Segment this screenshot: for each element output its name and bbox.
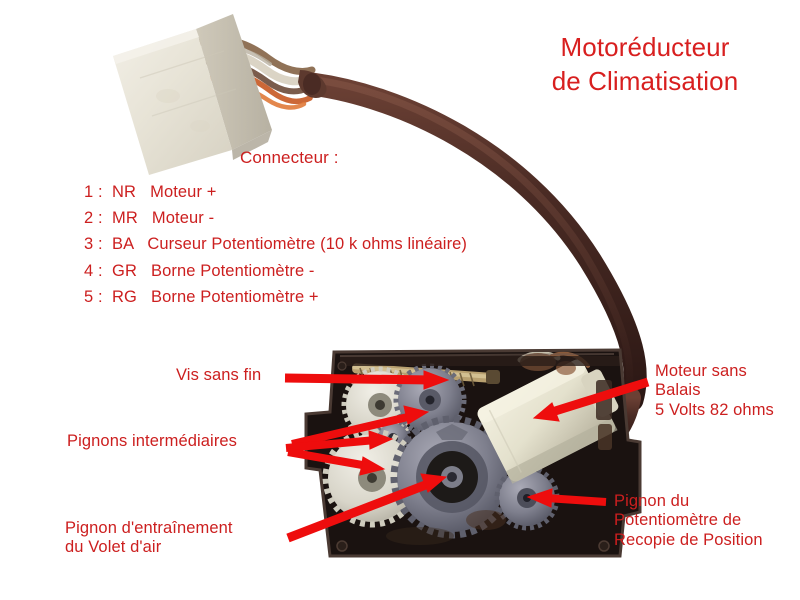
connector-pin-5: 5 : RG Borne Potentiomètre + — [84, 288, 319, 306]
output-gear-line-1: Pignon d'entraînement — [65, 519, 233, 537]
title-line-1: Motoréducteur — [560, 32, 730, 62]
arrow-intermediate-2 — [285, 430, 394, 452]
connector-plug — [113, 14, 316, 175]
title-line-2: de Climatisation — [551, 66, 739, 97]
arrow-intermediate-3 — [287, 448, 386, 476]
arrow-intermediate-1 — [291, 405, 430, 448]
pot-gear-line-1: Pignon du — [614, 492, 690, 510]
output-drive-gear — [390, 415, 514, 539]
pot-gear-line-3: Recopie de Position — [614, 530, 763, 549]
arrow-motor — [532, 377, 650, 422]
motor-line-1: Moteur sans — [655, 362, 747, 380]
motor-line-3: 5 Volts 82 ohms — [655, 400, 774, 419]
output-gear-line-2: du Volet d'air — [65, 538, 162, 557]
page-title: Motoréducteur de Climatisation — [500, 30, 790, 99]
arrow-worm-screw — [284, 370, 450, 390]
pot-gear-line-2: Potentiomètre de — [614, 511, 742, 530]
motor-line-2: Balais — [655, 381, 701, 400]
arrow-potentiometer-gear — [526, 488, 607, 508]
callout-label-worm-screw: Vis sans fin — [176, 366, 262, 384]
arrow-output-gear — [286, 473, 448, 543]
connector-pin-1: 1 : NR Moteur + — [84, 183, 217, 201]
connector-pin-4: 4 : GR Borne Potentiomètre - — [84, 262, 315, 280]
callout-arrows — [284, 370, 650, 543]
brushless-motor-can — [477, 359, 619, 484]
connector-heading: Connecteur : — [240, 148, 339, 167]
connector-pin-2: 2 : MR Moteur - — [84, 209, 215, 227]
callout-label-intermediate-gears: Pignons intermédiaires — [67, 432, 238, 450]
connector-pin-3: 3 : BA Curseur Potentiomètre (10 k ohms … — [84, 235, 468, 253]
